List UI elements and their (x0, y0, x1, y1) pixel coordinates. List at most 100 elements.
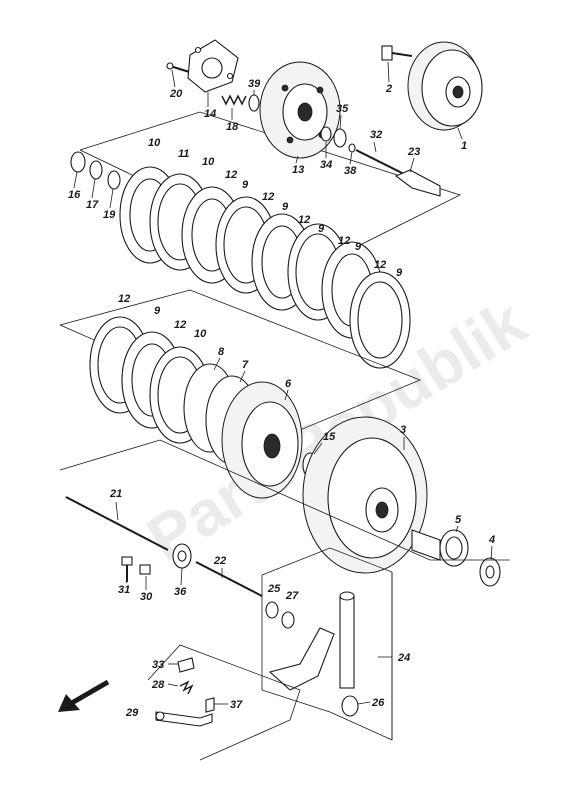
part-22-pushrod (195, 561, 263, 597)
label-9-d: 9 (355, 241, 362, 253)
label-6: 6 (285, 378, 292, 390)
part-16-seal (70, 151, 86, 173)
part-29-lever (155, 711, 213, 727)
label-39: 39 (248, 78, 261, 90)
leader-4 (490, 545, 493, 561)
part-6-clutch-hub (221, 381, 303, 499)
part-17-washer (89, 160, 103, 180)
leader-2 (387, 61, 390, 83)
top-clutch-plate-stack (119, 166, 411, 369)
leader-15 (313, 442, 323, 455)
leader-6 (284, 389, 289, 401)
part-35-bearing (333, 128, 347, 148)
part-25-oring (265, 601, 279, 619)
label-21: 21 (109, 488, 122, 500)
label-36: 36 (174, 586, 187, 598)
label-7: 7 (242, 359, 249, 371)
label-23: 23 (407, 146, 420, 158)
leader-28 (167, 683, 179, 687)
sleeve (411, 529, 441, 561)
label-13: 13 (292, 164, 304, 176)
part-18-spring (221, 94, 247, 106)
label-18: 18 (226, 121, 239, 133)
leader-17 (91, 178, 96, 199)
label-27: 27 (285, 590, 299, 602)
label-30: 30 (140, 591, 153, 603)
part-30-washer (139, 564, 151, 575)
part-13-pressure-plate (259, 61, 341, 159)
part-31-bolt (121, 556, 133, 582)
leader-7 (239, 370, 246, 383)
part-39-washer (248, 94, 260, 112)
label-4: 4 (488, 534, 495, 546)
label-37: 37 (230, 699, 243, 711)
part-34-washer (320, 126, 332, 142)
label-24: 24 (397, 652, 410, 664)
part-3-clutch-housing (302, 416, 428, 574)
label-9-b: 9 (282, 201, 289, 213)
label-16: 16 (68, 189, 81, 201)
part-4-washer (479, 557, 501, 587)
label-12-b: 12 (262, 191, 274, 203)
label-9-e: 9 (396, 267, 403, 279)
part-1-starter-clutch (407, 41, 483, 131)
label-31: 31 (118, 584, 130, 596)
label-22: 22 (213, 555, 226, 567)
leader-32 (373, 141, 377, 153)
label-10-c: 10 (194, 328, 207, 340)
leader-13 (295, 155, 299, 164)
leader-35 (339, 114, 342, 130)
label-8: 8 (218, 346, 225, 358)
part-23-pin (394, 169, 441, 197)
label-10-b: 10 (202, 156, 215, 168)
label-12-f: 12 (118, 293, 130, 305)
leader-19 (109, 188, 114, 209)
label-1: 1 (461, 140, 467, 152)
leader-26 (357, 701, 371, 705)
label-2: 2 (385, 83, 392, 95)
leader-16 (73, 171, 78, 189)
part-21-pushrod (65, 496, 169, 551)
part-24-release-shaft (268, 591, 355, 691)
label-12-g: 12 (174, 319, 186, 331)
lever-outline (147, 644, 301, 761)
part-5-needle-bearing (439, 529, 469, 567)
label-17: 17 (86, 199, 99, 211)
part-27-seal (281, 611, 295, 629)
part-14-plate (187, 39, 239, 93)
label-12-e: 12 (374, 259, 386, 271)
label-32: 32 (370, 129, 382, 141)
leader-38 (349, 151, 353, 165)
label-29: 29 (125, 707, 139, 719)
label-33: 33 (152, 659, 164, 671)
part-32-rod (355, 149, 405, 175)
leader-20 (171, 69, 176, 88)
label-11: 11 (178, 148, 189, 160)
label-10-a: 10 (148, 137, 161, 149)
label-34: 34 (320, 159, 332, 171)
part-26-bearing (341, 695, 359, 717)
part-36-bearing (172, 543, 192, 569)
label-9-a: 9 (242, 179, 249, 191)
label-26: 26 (371, 697, 385, 709)
part-33-washer (177, 657, 195, 673)
leader-31 (125, 579, 128, 584)
label-28: 28 (151, 679, 165, 691)
label-38: 38 (344, 165, 357, 177)
leader-5 (455, 525, 459, 533)
part-2-bolt (381, 45, 413, 61)
leader-23 (409, 157, 415, 173)
part-19-circlip (107, 170, 121, 190)
part-37-bolt (205, 697, 215, 713)
label-5: 5 (455, 514, 462, 526)
label-12-c: 12 (298, 214, 310, 226)
part-38-ring (348, 143, 356, 153)
leader-1 (457, 127, 463, 140)
lower-outline (59, 439, 510, 561)
label-12-a: 12 (225, 169, 237, 181)
label-20: 20 (169, 88, 183, 100)
arrow-down-left-icon (58, 679, 110, 712)
label-19: 19 (103, 209, 116, 221)
leader-8 (213, 357, 221, 371)
